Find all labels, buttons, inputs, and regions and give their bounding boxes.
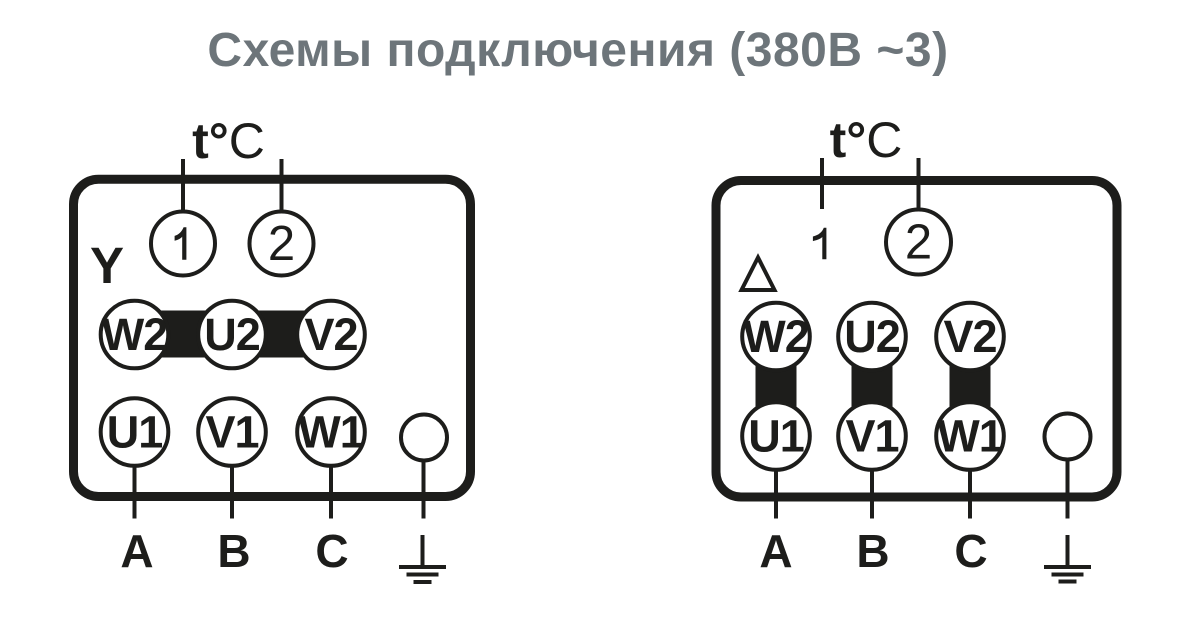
svg-text:U1: U1 — [107, 407, 163, 458]
svg-text:t°C: t°C — [192, 113, 265, 169]
svg-text:U2: U2 — [204, 309, 260, 360]
svg-text:U2: U2 — [844, 311, 900, 362]
svg-text:C: C — [954, 525, 987, 577]
svg-text:2: 2 — [268, 217, 295, 271]
svg-text:W1: W1 — [937, 411, 1003, 462]
svg-text:W1: W1 — [298, 407, 364, 458]
svg-text:U1: U1 — [748, 411, 804, 462]
svg-text:V1: V1 — [205, 407, 258, 458]
svg-text:W2: W2 — [743, 311, 809, 362]
svg-text:B: B — [856, 525, 889, 577]
svg-text:C: C — [315, 525, 348, 577]
svg-text:V2: V2 — [943, 311, 996, 362]
svg-text:V1: V1 — [845, 411, 898, 462]
svg-text:B: B — [217, 525, 250, 577]
svg-text:2: 2 — [905, 216, 932, 270]
svg-text:A: A — [120, 525, 153, 577]
svg-text:t°C: t°C — [830, 112, 903, 168]
svg-text:Схемы подключения (380В ~3): Схемы подключения (380В ~3) — [207, 24, 948, 77]
svg-text:Y: Y — [90, 237, 124, 294]
svg-text:W2: W2 — [102, 309, 168, 360]
svg-text:A: A — [759, 525, 792, 577]
svg-text:V2: V2 — [304, 309, 357, 360]
